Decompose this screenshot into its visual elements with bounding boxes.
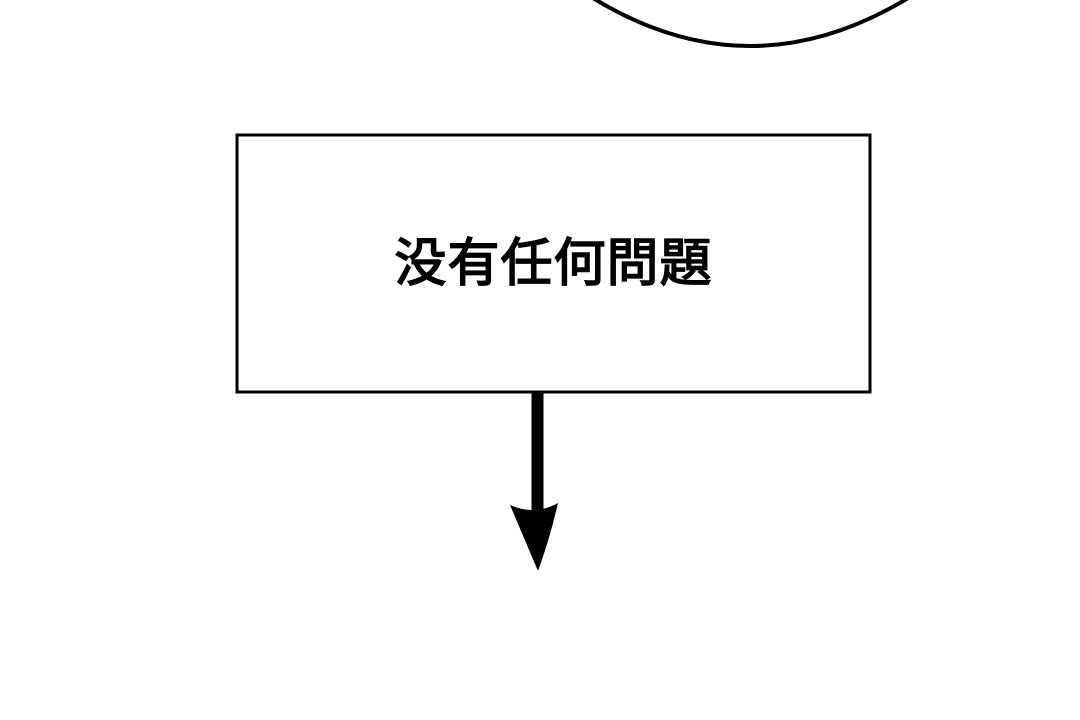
flow-node-rect (235, 133, 872, 394)
ellipse-arc-shape (592, 0, 909, 48)
down-arrow-shaft (531, 392, 544, 518)
down-arrow-head (510, 503, 558, 571)
